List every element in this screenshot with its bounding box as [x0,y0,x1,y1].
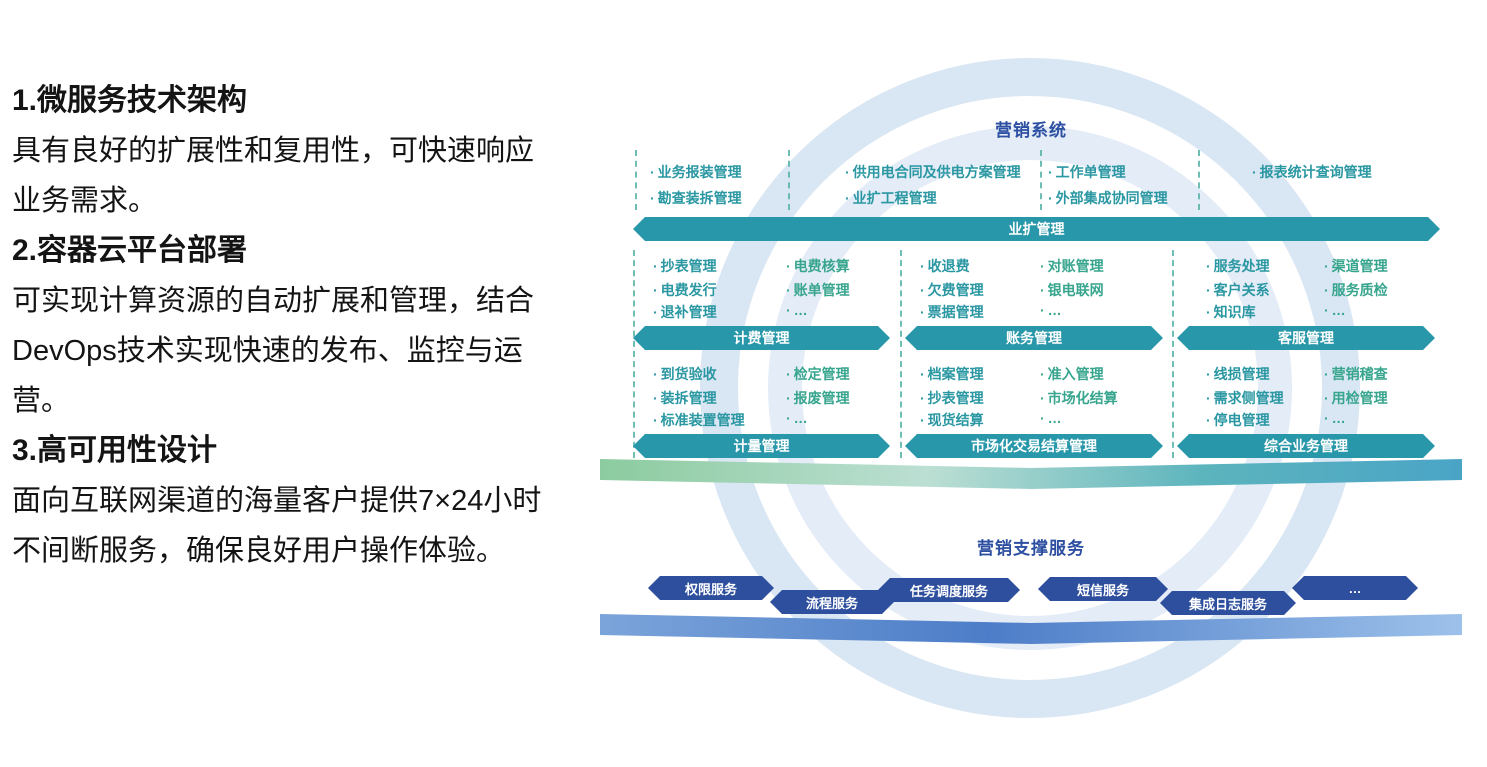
banner-comprehensive-business: 综合业务管理 [1177,434,1435,458]
module-item: … [786,302,808,318]
module-item: 需求侧管理 [1206,388,1284,408]
dashed-separator [900,250,902,458]
module-item: 业务报装管理 [650,162,742,182]
note-body-1: 具有良好的扩展性和复用性，可快速响应业务需求。 [12,135,535,217]
module-item: 停电管理 [1206,410,1270,430]
module-item: 报表统计查询管理 [1252,162,1372,182]
banner-business-expansion: 业扩管理 [633,217,1440,241]
service-banner-integrated-log: 集成日志服务 [1160,591,1296,615]
module-item: 报废管理 [786,388,850,408]
module-item: 用检管理 [1324,388,1388,408]
module-item: 渠道管理 [1324,256,1388,276]
module-item: 检定管理 [786,364,850,384]
support-title: 营销支撑服务 [977,539,1085,558]
module-item: 抄表管理 [653,256,717,276]
module-item: 业扩工程管理 [845,188,937,208]
dashed-separator [1198,150,1200,210]
banner-metering: 计量管理 [633,434,890,458]
module-item: 档案管理 [920,364,984,384]
note-heading-2: 2.容器云平台部署 [12,234,248,267]
module-item: 对账管理 [1040,256,1104,276]
service-banner-sms: 短信服务 [1038,577,1168,601]
service-banner-permission: 权限服务 [648,576,774,600]
module-item: … [1040,302,1062,318]
module-item: 线损管理 [1206,364,1270,384]
dashed-separator [635,150,637,210]
note-heading-1: 1.微服务技术架构 [12,84,248,117]
module-item: 抄表管理 [920,388,984,408]
module-item: 客户关系 [1206,280,1270,300]
module-item: … [786,410,808,426]
module-item: 装拆管理 [653,388,717,408]
module-item: … [1324,410,1346,426]
module-item: 到货验收 [653,364,717,384]
marketing-system-diagram: 营销系统 业务报装管理 勘查装拆管理 供用电合同及供电方案管理 业扩工程管理 工… [600,0,1487,767]
dashed-separator [788,150,790,210]
module-item: 外部集成协同管理 [1048,188,1168,208]
module-item: 银电联网 [1040,280,1104,300]
module-item: 电费核算 [786,256,850,276]
note-body-3: 面向互联网渠道的海量客户提供7×24小时不间断服务，确保良好用户操作体验。 [12,485,542,567]
module-item: 票据管理 [920,302,984,322]
banner-billing: 计费管理 [633,326,890,350]
module-item: 工作单管理 [1048,162,1126,182]
banner-market-settlement: 市场化交易结算管理 [905,434,1163,458]
module-item: 现货结算 [920,410,984,430]
module-item: … [1040,410,1062,426]
module-item: 账单管理 [786,280,850,300]
service-banner-task-scheduling: 任务调度服务 [878,578,1020,602]
dashed-separator [1172,250,1174,458]
module-item: 服务质检 [1324,280,1388,300]
module-item: 市场化结算 [1040,388,1118,408]
module-item: 欠费管理 [920,280,984,300]
notes-panel: 1.微服务技术架构 具有良好的扩展性和复用性，可快速响应业务需求。 2.容器云平… [12,76,557,576]
dashed-separator [1040,150,1042,210]
module-item: 知识库 [1206,302,1256,322]
note-body-2: 可实现计算资源的自动扩展和管理，结合DevOps技术实现快速的发布、监控与运营。 [12,285,535,417]
module-item: 准入管理 [1040,364,1104,384]
module-item: 供用电合同及供电方案管理 [845,162,1021,182]
module-item: 服务处理 [1206,256,1270,276]
module-item: 标准装置管理 [653,410,745,430]
diagram-title: 营销系统 [995,121,1067,140]
banner-customer-service: 客服管理 [1177,326,1435,350]
module-item: 电费发行 [653,280,717,300]
dashed-separator [633,250,635,458]
module-item: 退补管理 [653,302,717,322]
service-banner-process: 流程服务 [770,590,894,614]
module-item: 收退费 [920,256,970,276]
service-banner-more: … [1292,576,1418,600]
note-heading-3: 3.高可用性设计 [12,434,218,467]
module-item: … [1324,302,1346,318]
banner-accounting: 账务管理 [905,326,1163,350]
module-item: 营销稽查 [1324,364,1388,384]
module-item: 勘查装拆管理 [650,188,742,208]
